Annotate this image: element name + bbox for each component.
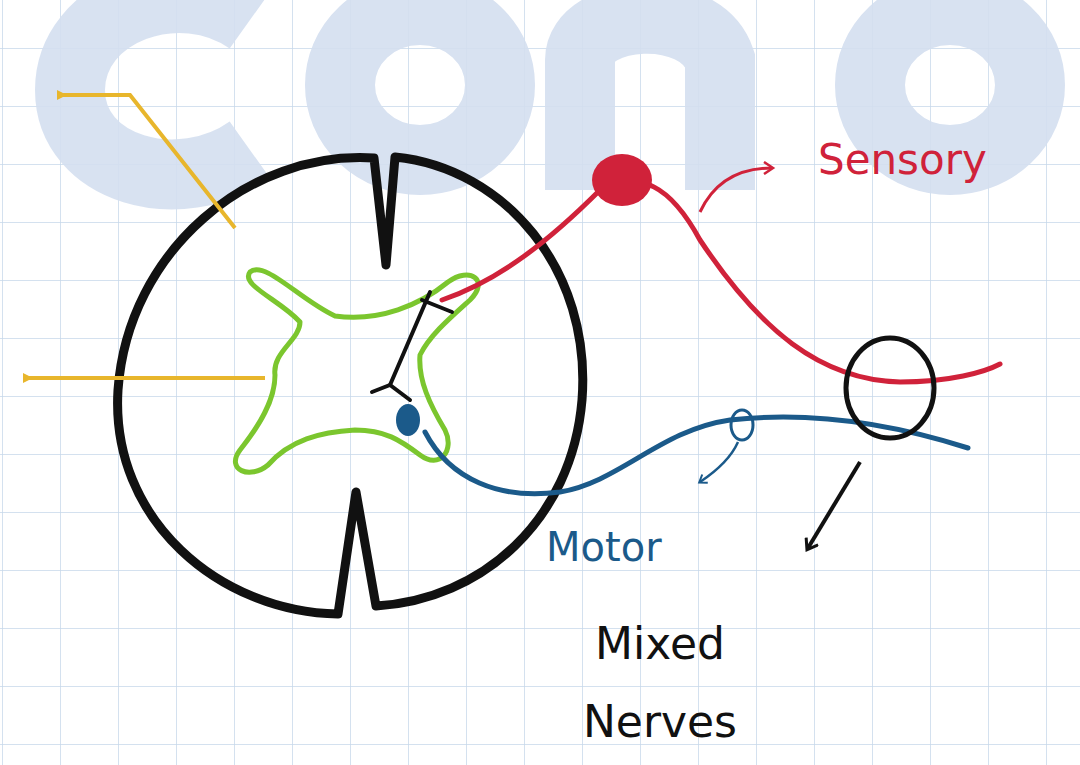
leader-arrow: [808, 462, 860, 548]
leader-arrow: [700, 442, 738, 482]
leader-arrow: [700, 168, 772, 212]
motor-neuron: [425, 417, 968, 494]
myelin-sheath: [731, 410, 753, 440]
interneuron: [372, 292, 452, 400]
motor-cell-body: [396, 404, 420, 436]
pointer-arrow: [28, 376, 265, 380]
mixed-nerve-ring: [846, 338, 934, 438]
sensory-neuron: [442, 182, 1000, 382]
dorsal-root-ganglion: [592, 154, 652, 206]
text-label: Mixed Nerves: [560, 605, 760, 761]
pointer-arrow: [62, 95, 235, 228]
spinal-cord-outline: [118, 157, 583, 614]
text-label: Motor: [546, 522, 786, 572]
text-label: Sensory: [818, 134, 1058, 186]
